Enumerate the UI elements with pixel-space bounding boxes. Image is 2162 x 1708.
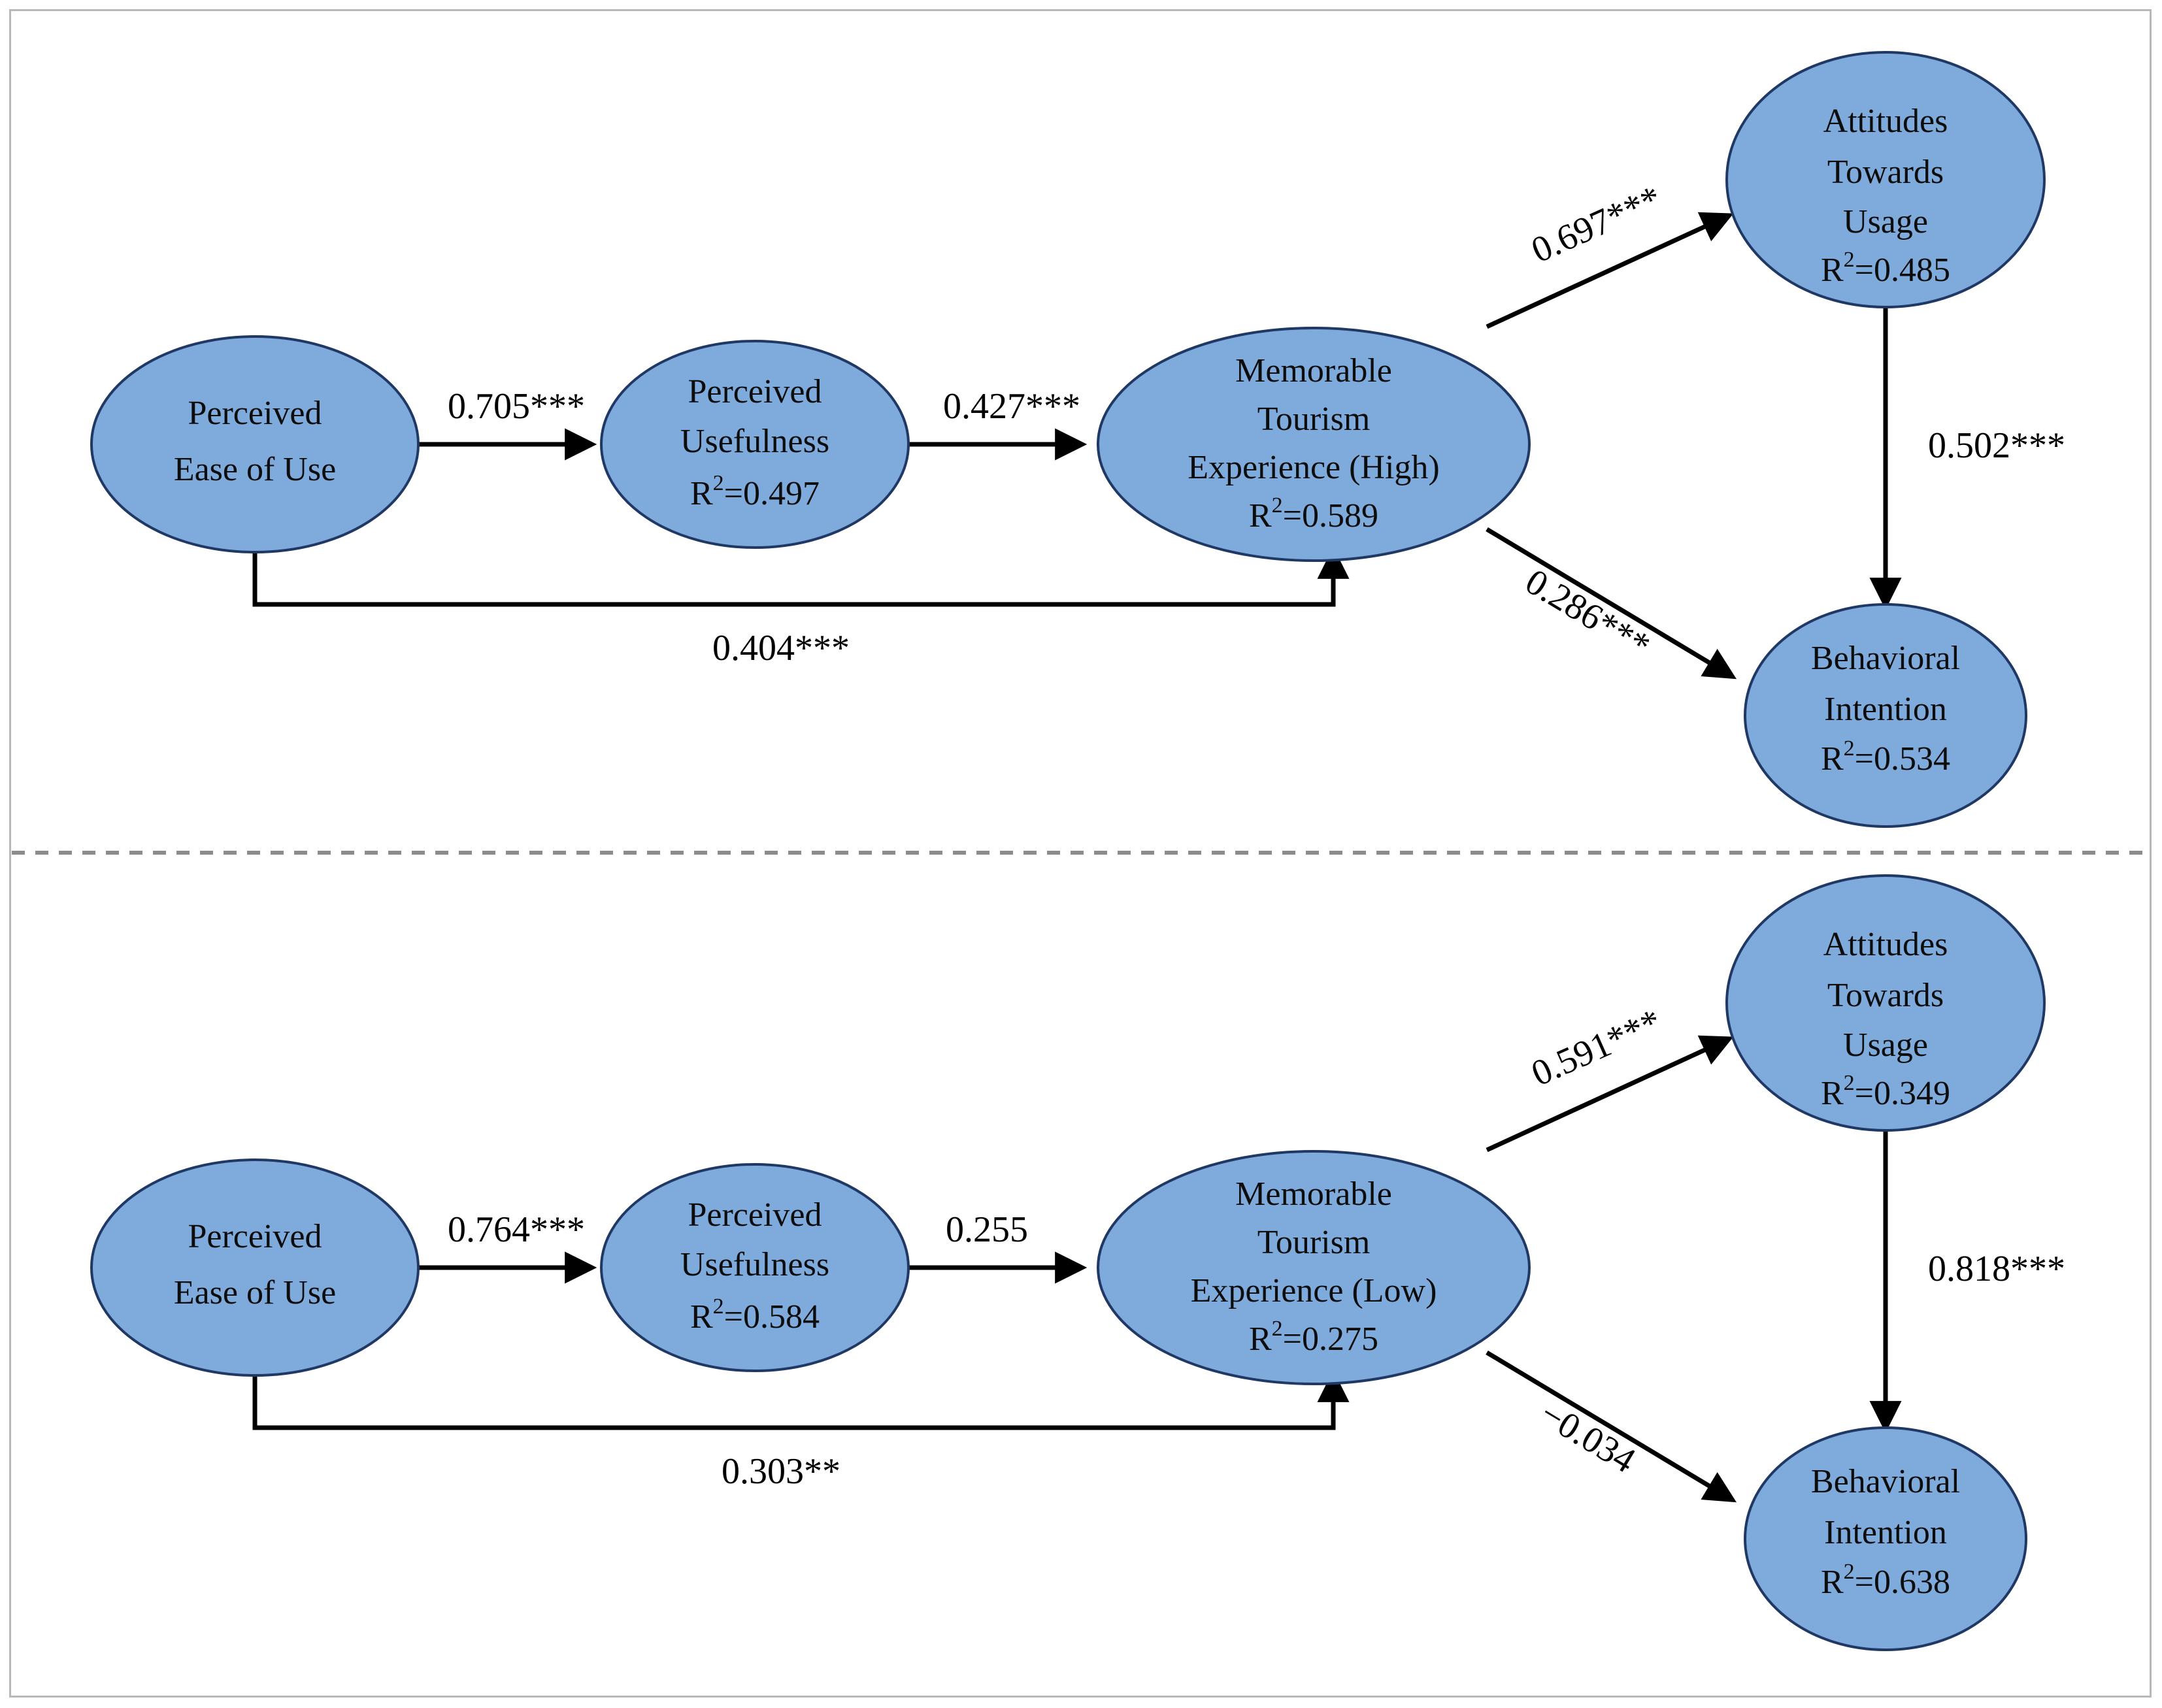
node-label-line2: Intention [1824, 1514, 1947, 1551]
node-label-line1: Memorable [1235, 1175, 1392, 1213]
node-behavioral-intention-low: Behavioral Intention R2=0.638 [1744, 1426, 2027, 1651]
node-attitudes-towards-usage-high: Attitudes Towards Usage R2=0.485 [1725, 51, 2046, 308]
node-label-r2: R2=0.589 [1249, 493, 1378, 534]
edge-mte-to-atu-low [1486, 1035, 1734, 1153]
edge-label-pu-mte-high: 0.427*** [943, 386, 1080, 427]
node-perceived-ease-of-use-low: Perceived Ease of Use [90, 1158, 420, 1377]
node-label-r2: R2=0.584 [690, 1294, 820, 1336]
node-label-line2: Towards [1827, 154, 1944, 191]
node-label-line1: Perceived [688, 1196, 822, 1234]
node-behavioral-intention-high: Behavioral Intention R2=0.534 [1744, 603, 2027, 828]
node-label-line1: Memorable [1235, 352, 1392, 389]
node-label-line2: Tourism [1257, 1224, 1371, 1261]
edge-mte-to-bi-high [1486, 527, 1737, 680]
node-label-line1: Perceived [688, 373, 822, 410]
edge-label-mte-bi-high: 0.286*** [1518, 561, 1657, 666]
node-memorable-tourism-experience-high: Memorable Tourism Experience (High) R2=0… [1097, 327, 1531, 562]
node-label-line1: Attitudes [1823, 926, 1948, 963]
node-label-line2: Towards [1827, 977, 1944, 1014]
node-label-line2: Usefulness [680, 1246, 829, 1283]
node-label-line2: Usefulness [680, 423, 829, 460]
node-label-r2: R2=0.485 [1821, 248, 1950, 289]
edge-label-atu-bi-high: 0.502*** [1928, 425, 2065, 466]
edge-mte-to-atu-high [1486, 212, 1734, 329]
edge-peou-to-mte-high [252, 526, 1350, 607]
node-label-line3: Usage [1843, 1026, 1928, 1064]
node-label-line1: Attitudes [1823, 103, 1948, 140]
node-label-r2: R2=0.638 [1821, 1560, 1950, 1601]
node-label-line1: Behavioral [1811, 640, 1960, 677]
node-attitudes-towards-usage-low: Attitudes Towards Usage R2=0.349 [1725, 874, 2046, 1132]
node-label-r2: R2=0.349 [1821, 1071, 1950, 1112]
edge-label-peou-pu-high: 0.705*** [448, 386, 585, 427]
node-label-r2: R2=0.275 [1249, 1317, 1378, 1358]
edge-label-pu-mte-low: 0.255 [946, 1209, 1028, 1250]
node-label-line2: Intention [1824, 691, 1947, 728]
node-label-r2: R2=0.534 [1821, 736, 1950, 778]
panel-low: Perceived Ease of Use Perceived Usefulne… [90, 874, 2065, 1651]
edge-label-mte-atu-high: 0.697*** [1525, 178, 1667, 271]
node-label-line2: Tourism [1257, 401, 1371, 438]
edge-peou-to-mte-low [252, 1349, 1350, 1430]
node-label-line3: Experience (High) [1188, 449, 1439, 486]
node-memorable-tourism-experience-low: Memorable Tourism Experience (Low) R2=0.… [1097, 1150, 1531, 1385]
edge-label-peou-mte-high: 0.404*** [712, 628, 850, 668]
edge-label-atu-bi-low: 0.818*** [1928, 1249, 2065, 1289]
panel-high: Perceived Ease of Use Perceived Usefulne… [90, 51, 2065, 828]
edge-mte-to-bi-low [1486, 1350, 1737, 1503]
node-label-r2: R2=0.497 [690, 471, 820, 512]
node-perceived-usefulness-low: Perceived Usefulness R2=0.584 [600, 1163, 910, 1372]
edge-label-peou-pu-low: 0.764*** [448, 1209, 585, 1250]
node-label-line1: Perceived [188, 395, 322, 432]
node-label-line3: Experience (Low) [1191, 1272, 1437, 1309]
node-label-line2: Ease of Use [174, 451, 336, 488]
edge-label-mte-atu-low: 0.591*** [1525, 1002, 1667, 1094]
node-label-line3: Usage [1843, 203, 1928, 240]
edge-label-mte-bi-low: −0.034 [1533, 1393, 1642, 1481]
node-label-line1: Behavioral [1811, 1463, 1960, 1500]
node-label-line2: Ease of Use [174, 1274, 336, 1311]
node-perceived-usefulness-high: Perceived Usefulness R2=0.497 [600, 340, 910, 549]
node-label-line1: Perceived [188, 1218, 322, 1255]
node-perceived-ease-of-use-high: Perceived Ease of Use [90, 335, 420, 553]
edge-label-peou-mte-low: 0.303** [722, 1451, 840, 1492]
